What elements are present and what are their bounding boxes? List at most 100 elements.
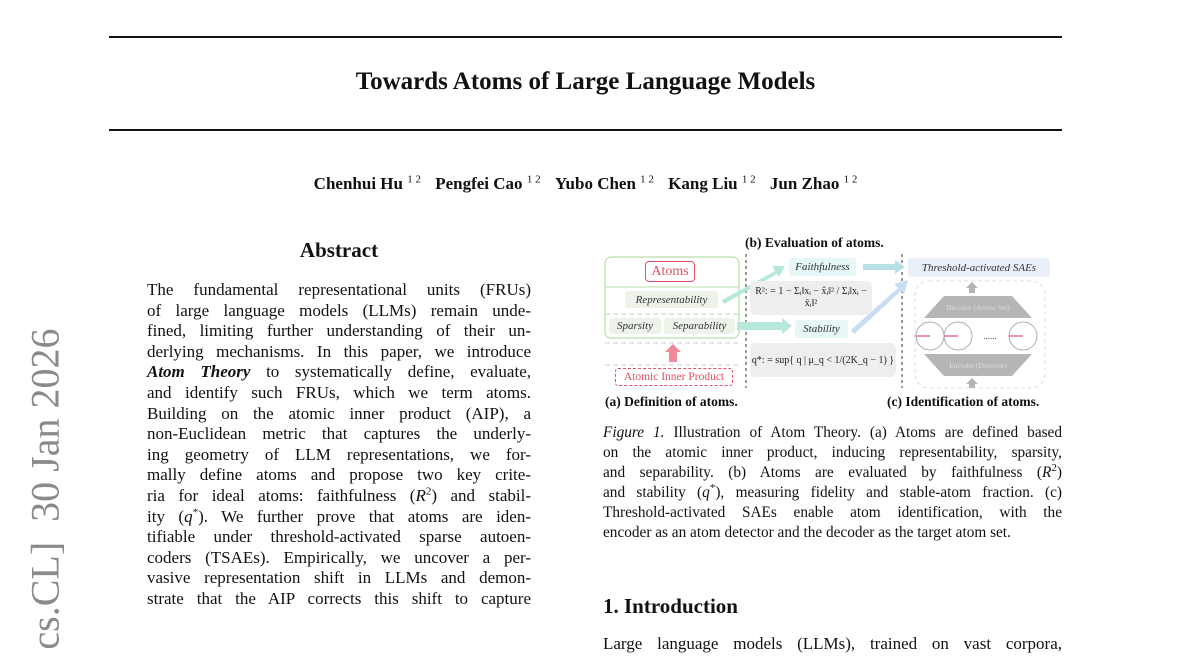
text-line: fined, limiting further understanding of… — [147, 321, 531, 342]
text-line: tifiable under threshold-activated spars… — [147, 527, 531, 548]
text-segment: derlying mechanisms. In this paper, we i… — [147, 341, 531, 361]
text-segment: and stability ( — [603, 484, 703, 501]
text-segment: to systematically define, evaluate, — [250, 362, 531, 382]
text-line: Figure 1. Illustration of Atom Theory. (… — [603, 423, 1062, 443]
affiliation: 1 2 — [843, 173, 858, 185]
text-line: Threshold-activated SAEs enable atom ide… — [603, 503, 1062, 523]
text-line: encoder as an atom detector and the deco… — [603, 523, 1062, 543]
text-segment: mally define atoms and propose two key c… — [147, 465, 531, 485]
text-line: ria for ideal atoms: faithfulness (R2) a… — [147, 486, 531, 507]
q-formula: q*: = sup{ q | μ_q < 1/(2K_q − 1) } — [750, 343, 896, 377]
separability-box: Separability — [664, 318, 735, 334]
text-segment: on the atomic inner product, inducing re… — [603, 444, 1062, 461]
text-segment: ria for ideal atoms: faithfulness ( — [147, 485, 416, 505]
text-line: strate that the AIP corrects this shift … — [147, 589, 531, 610]
text-line: ing geometry of LLM representations, we … — [147, 445, 531, 466]
affiliation: 1 2 — [640, 173, 654, 185]
text-segment: fined, limiting further understanding of… — [147, 321, 531, 341]
up-arrow-icon — [966, 282, 978, 293]
paper-title: Towards Atoms of Large Language Models — [355, 68, 816, 95]
text-segment: q — [702, 484, 710, 501]
text-segment: The fundamental representational units (… — [147, 280, 531, 299]
section-heading: 1. Introduction — [603, 594, 738, 618]
text-segment: Figure 1. — [603, 424, 665, 441]
text-line: vasive representation shift in LLMs and … — [147, 568, 531, 589]
intro-paragraph: Large language models (LLMs), trained on… — [603, 634, 1062, 653]
ellipsis: ...... — [983, 331, 997, 341]
author: Yubo Chen 1 2 — [554, 173, 654, 193]
text-segment: ) — [1056, 464, 1062, 481]
figure-label-a: (a) Definition of atoms. — [605, 394, 738, 409]
affiliation: 1 2 — [741, 173, 756, 185]
abstract-heading: Abstract — [299, 238, 379, 262]
text-line: and identify such FRUs, which we term at… — [147, 383, 531, 404]
text-segment: * — [709, 481, 716, 494]
sae-box — [914, 280, 1046, 389]
figure-caption: Figure 1. Illustration of Atom Theory. (… — [603, 423, 1062, 543]
text-segment: Threshold-activated SAEs enable atom ide… — [603, 504, 1062, 521]
affiliation: 1 2 — [407, 173, 421, 185]
text-line: The fundamental representational units (… — [147, 280, 531, 301]
arrow-icon — [863, 260, 905, 274]
faithfulness-box: Faithfulness — [789, 258, 856, 276]
text-segment: ). We further prove that atoms are iden- — [198, 506, 532, 526]
affiliation: 1 2 — [526, 173, 541, 185]
sparsity-box: Sparsity — [609, 318, 661, 334]
author-name: Kang Liu — [668, 173, 738, 193]
text-segment: vasive representation shift in LLMs and … — [147, 568, 531, 588]
aip-box: Atomic Inner Product — [615, 368, 733, 386]
text-line: Building on the atomic inner product (AI… — [147, 404, 531, 425]
author-name: Pengfei Cao — [435, 173, 523, 193]
encoder-label: Encoder (Detector) — [949, 360, 1007, 370]
stability-box: Stability — [795, 320, 848, 338]
figure-label-b: (b) Evaluation of atoms. — [745, 235, 884, 250]
author: Jun Zhao 1 2 — [769, 173, 858, 193]
text-segment: strate that the AIP corrects this shift … — [147, 588, 531, 608]
author-name: Yubo Chen — [554, 173, 636, 193]
r2-formula: R²: = 1 − Σᵢ‖xᵢ − x̂ᵢ‖² / Σᵢ‖xᵢ − x̄ᵢ‖² — [750, 281, 872, 315]
atom-circles — [915, 321, 1038, 351]
author: Pengfei Cao 1 2 — [435, 173, 541, 193]
text-segment: R — [415, 485, 426, 505]
representability-box: Representability — [625, 291, 718, 308]
tsae-box: Threshold-activated SAEs — [908, 258, 1050, 277]
text-line: non-Euclidean metric that captures the u… — [147, 424, 531, 445]
definition-box — [604, 256, 740, 339]
text-line: of large language models (LLMs) remain u… — [147, 301, 531, 322]
atoms-box: Atoms — [645, 261, 695, 282]
text-line: mally define atoms and propose two key c… — [147, 465, 531, 486]
text-segment: q — [184, 506, 193, 526]
author-name: Chenhui Hu — [313, 173, 403, 193]
decoder-shape — [924, 296, 1032, 318]
text-segment: 2 — [425, 485, 432, 498]
arrow-icon — [737, 318, 792, 334]
arrow-icon — [851, 280, 908, 334]
figure-label-c: (c) Identification of atoms. — [887, 394, 1040, 409]
encoder-shape — [924, 354, 1032, 376]
text-segment: tifiable under threshold-activated spars… — [147, 527, 531, 547]
text-segment: coders (TSAEs). Empirically, we uncover … — [147, 547, 531, 567]
text-segment: Building on the atomic inner product (AI… — [147, 403, 531, 423]
text-segment: R — [1042, 464, 1052, 481]
text-segment: and separability. (b) Atoms are evaluate… — [603, 464, 1043, 481]
text-line: Atom Theory to systematically define, ev… — [147, 362, 531, 383]
text-segment: ing geometry of LLM representations, we … — [147, 444, 531, 464]
text-segment: ), measuring fidelity and stable-atom fr… — [715, 484, 1062, 501]
text-segment: and identify such FRUs, which we term at… — [147, 382, 531, 402]
author-name: Jun Zhao — [769, 173, 840, 193]
up-arrow-icon — [966, 378, 978, 388]
text-segment: non-Euclidean metric that captures the u… — [147, 424, 531, 444]
text-line: ity (q*). We further prove that atoms ar… — [147, 506, 532, 528]
text-segment: of large language models (LLMs) remain u… — [147, 300, 531, 320]
up-arrow-icon — [665, 344, 681, 362]
top-rule — [109, 36, 1062, 38]
author: Chenhui Hu 1 2 — [313, 173, 421, 193]
text-segment: Atom Theory — [147, 362, 251, 382]
text-line: coders (TSAEs). Empirically, we uncover … — [147, 548, 531, 569]
text-line: and stability (q*), measuring fidelity a… — [603, 481, 1062, 503]
bottom-rule — [109, 129, 1062, 131]
text-segment: ) and stabil- — [431, 485, 531, 505]
decoder-label: Decoder (Atoms Set) — [946, 302, 1010, 312]
